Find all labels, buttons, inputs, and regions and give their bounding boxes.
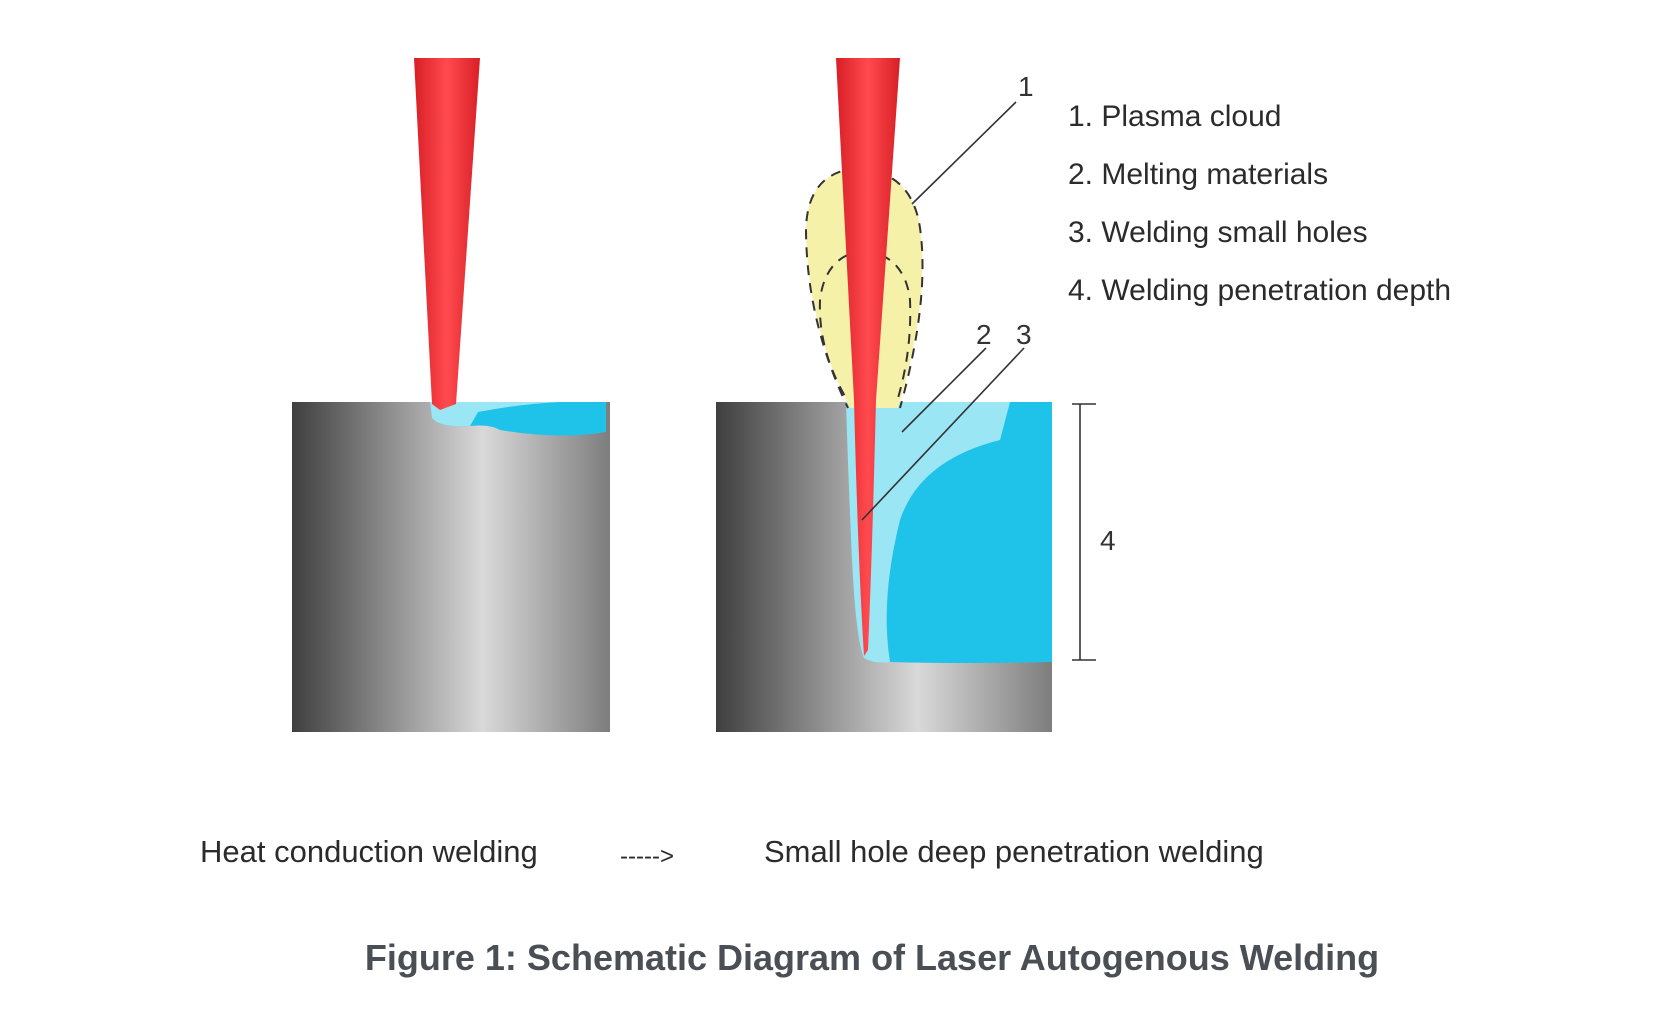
heat-conduction-illustration <box>292 58 610 732</box>
legend-item-plasma-cloud: 1. Plasma cloud <box>1068 100 1281 133</box>
right-keyhole-wall <box>846 402 1010 663</box>
left-metal-block <box>292 402 610 732</box>
marker-2: 2 <box>976 319 992 350</box>
leader-lines <box>861 101 1025 521</box>
caption-arrow: -----> <box>620 843 674 870</box>
keyhole-illustration <box>716 58 1096 732</box>
legend-item-penetration-depth: 4. Welding penetration depth <box>1068 274 1451 307</box>
marker-4: 4 <box>1100 525 1116 556</box>
marker-3: 3 <box>1016 319 1032 350</box>
left-laser-beam <box>414 58 480 410</box>
caption-keyhole: Small hole deep penetration welding <box>764 834 1264 869</box>
penetration-depth-bracket <box>1072 403 1096 661</box>
right-laser-beam <box>836 58 900 656</box>
legend: 1. Plasma cloud 2. Melting materials 3. … <box>1068 100 1451 307</box>
figure-title: Figure 1: Schematic Diagram of Laser Aut… <box>365 937 1379 978</box>
legend-item-welding-small-holes: 3. Welding small holes <box>1068 216 1368 249</box>
plasma-dashed-outline <box>804 167 924 409</box>
marker-1: 1 <box>1018 71 1034 102</box>
legend-item-melting-materials: 2. Melting materials <box>1068 158 1328 191</box>
left-melt-edge <box>430 402 560 427</box>
caption-heat-conduction: Heat conduction welding <box>200 834 538 869</box>
